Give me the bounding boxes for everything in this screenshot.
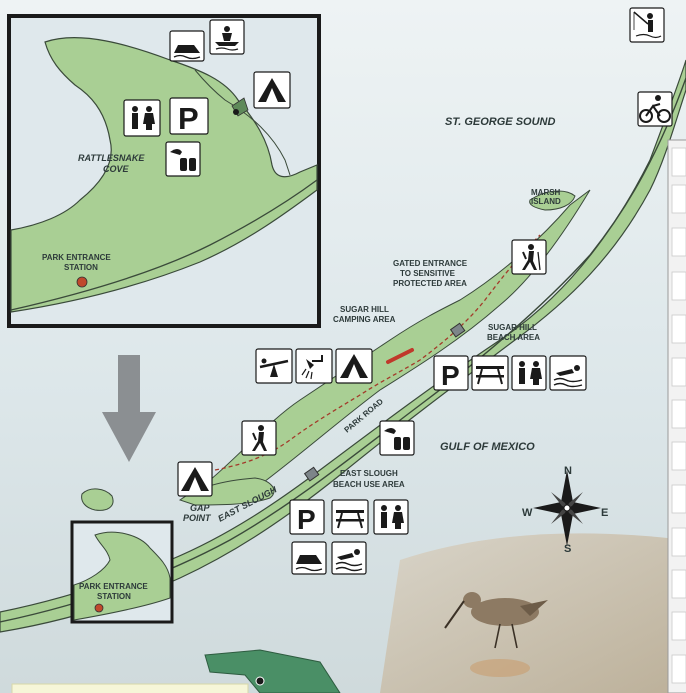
boat-ramp-icon — [291, 541, 327, 575]
sugar-hill-beach-structure — [449, 322, 466, 338]
label-gap-point-2: POINT — [183, 513, 212, 523]
island-land — [0, 59, 686, 633]
legend-panel-edge — [11, 683, 249, 693]
label-park-entrance-small-2: STATION — [97, 592, 131, 601]
restroom-icon — [123, 99, 161, 137]
svg-text:P: P — [297, 504, 316, 535]
birding-icon — [165, 141, 201, 177]
inset-label-rattlesnake-2: COVE — [103, 164, 130, 174]
gap-point-land — [178, 477, 275, 506]
camping-area-marker — [386, 348, 414, 364]
label-sugar-hill-camping-1: SUGAR HILL — [340, 305, 389, 314]
label-marsh-island-2: ISLAND — [531, 197, 561, 206]
bicycle-icon — [637, 91, 673, 127]
label-sugar-hill-beach-2: BEACH AREA — [487, 333, 540, 342]
compass-north: N — [564, 465, 572, 477]
label-gap-point-1: GAP — [190, 503, 211, 513]
parking-icon: P — [289, 499, 325, 535]
small-island — [81, 488, 114, 511]
fishing-icon — [629, 7, 665, 43]
label-st-george-sound: ST. GEORGE SOUND — [445, 116, 555, 128]
florida-locator — [204, 649, 341, 693]
label-sugar-hill-camping-2: CAMPING AREA — [333, 315, 396, 324]
compass-south: S — [564, 543, 571, 555]
label-marsh-island-1: MARSH — [531, 188, 561, 197]
parking-icon: P — [169, 97, 209, 136]
florida-location-dot — [255, 676, 265, 686]
hiking-icon — [511, 239, 547, 275]
east-slough-structure — [303, 466, 320, 482]
compass-west: W — [522, 507, 533, 519]
inset-label-rattlesnake-1: RATTLESNAKE — [78, 153, 145, 163]
label-sugar-hill-beach-1: SUGAR HILL — [488, 323, 537, 332]
inset-label-park-entrance-2: STATION — [64, 263, 98, 272]
swimming-icon — [549, 355, 587, 391]
compass-rose — [533, 470, 601, 546]
birding-icon — [379, 420, 415, 456]
label-park-entrance-small-1: PARK ENTRANCE — [79, 582, 148, 591]
playground-icon — [255, 348, 293, 384]
label-gated-3: PROTECTED AREA — [393, 279, 467, 288]
label-gated-1: GATED ENTRANCE — [393, 259, 468, 268]
shower-icon — [295, 348, 333, 384]
inset-map — [7, 14, 321, 328]
label-gated-2: TO SENSITIVE — [400, 269, 456, 278]
restroom-icon — [373, 499, 409, 535]
label-east-slough-beach-2: BEACH USE AREA — [333, 480, 405, 489]
small-inset-box — [70, 520, 174, 624]
svg-text:P: P — [441, 360, 460, 391]
hiking-icon — [241, 420, 277, 456]
picnic-icon — [471, 355, 509, 391]
label-gulf-of-mexico: GULF OF MEXICO — [440, 441, 535, 453]
zoom-arrow — [102, 355, 156, 462]
inset-label-park-entrance-1: PARK ENTRANCE — [42, 253, 111, 262]
shorebird-photo — [444, 592, 548, 677]
svg-text:P: P — [178, 101, 199, 136]
right-legend-strip — [667, 139, 686, 693]
restroom-icon — [511, 355, 547, 391]
compass-east: E — [601, 507, 608, 519]
label-east-slough-beach-1: EAST SLOUGH — [340, 469, 398, 478]
boat-ramp-icon — [169, 30, 205, 62]
camping-icon — [253, 71, 291, 109]
picnic-icon — [331, 499, 369, 535]
hiking-trail — [214, 234, 541, 471]
canoe-icon — [209, 19, 245, 55]
camping-icon — [335, 348, 373, 384]
marsh-island — [529, 190, 576, 211]
parking-icon: P — [433, 355, 469, 391]
swimming-icon — [331, 541, 367, 575]
camping-icon — [177, 461, 213, 497]
